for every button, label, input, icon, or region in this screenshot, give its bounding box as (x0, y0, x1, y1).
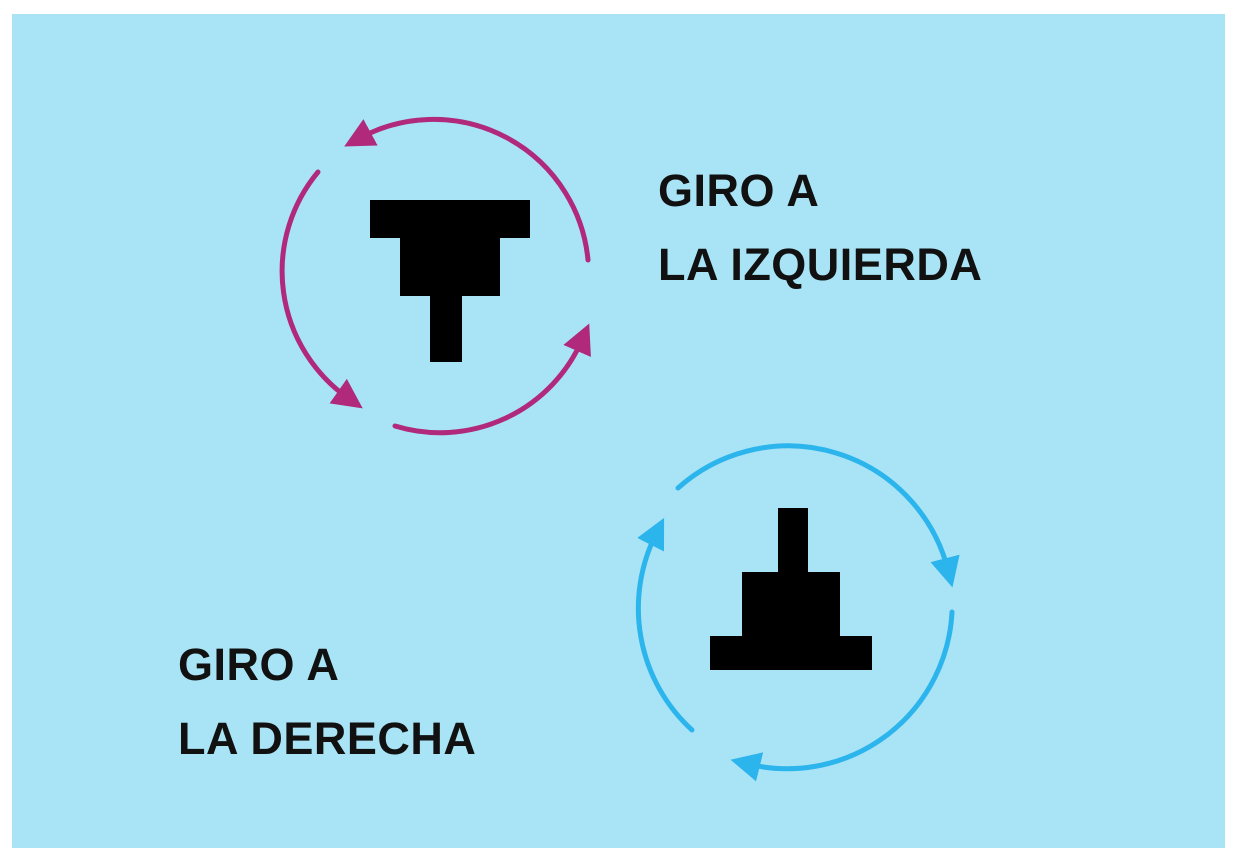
diagram-panel (12, 14, 1225, 848)
rotate-clockwise-icon (635, 443, 960, 782)
left-turn-label-line2: LA IZQUIERDA (658, 239, 983, 290)
right-arrow-arc-right (730, 609, 955, 782)
left-arrow-arc-left (279, 169, 363, 409)
left-arrow-arc-top (344, 116, 591, 263)
right-turn-label-line1: GIRO A (178, 639, 340, 690)
right-turn-group (635, 443, 960, 782)
t-shape-top-bar (370, 200, 530, 238)
inv-t-shape-base (710, 636, 872, 670)
left-turn-group (279, 116, 591, 436)
inverted-t-shape-icon (710, 508, 872, 670)
right-arrow-arc-left (635, 517, 695, 733)
left-turn-label-line1: GIRO A (658, 165, 820, 216)
right-turn-label-line2: LA DERECHA (178, 713, 477, 764)
left-arrow-arc-bottom (392, 323, 591, 436)
t-shape-icon (370, 200, 530, 362)
t-shape-middle (400, 236, 500, 296)
right-arrow-arc-top (675, 443, 960, 588)
t-shape-stem (430, 294, 462, 362)
rotate-counterclockwise-icon (279, 116, 591, 436)
inv-t-shape-middle (742, 572, 840, 640)
inv-t-shape-stem (778, 508, 808, 578)
